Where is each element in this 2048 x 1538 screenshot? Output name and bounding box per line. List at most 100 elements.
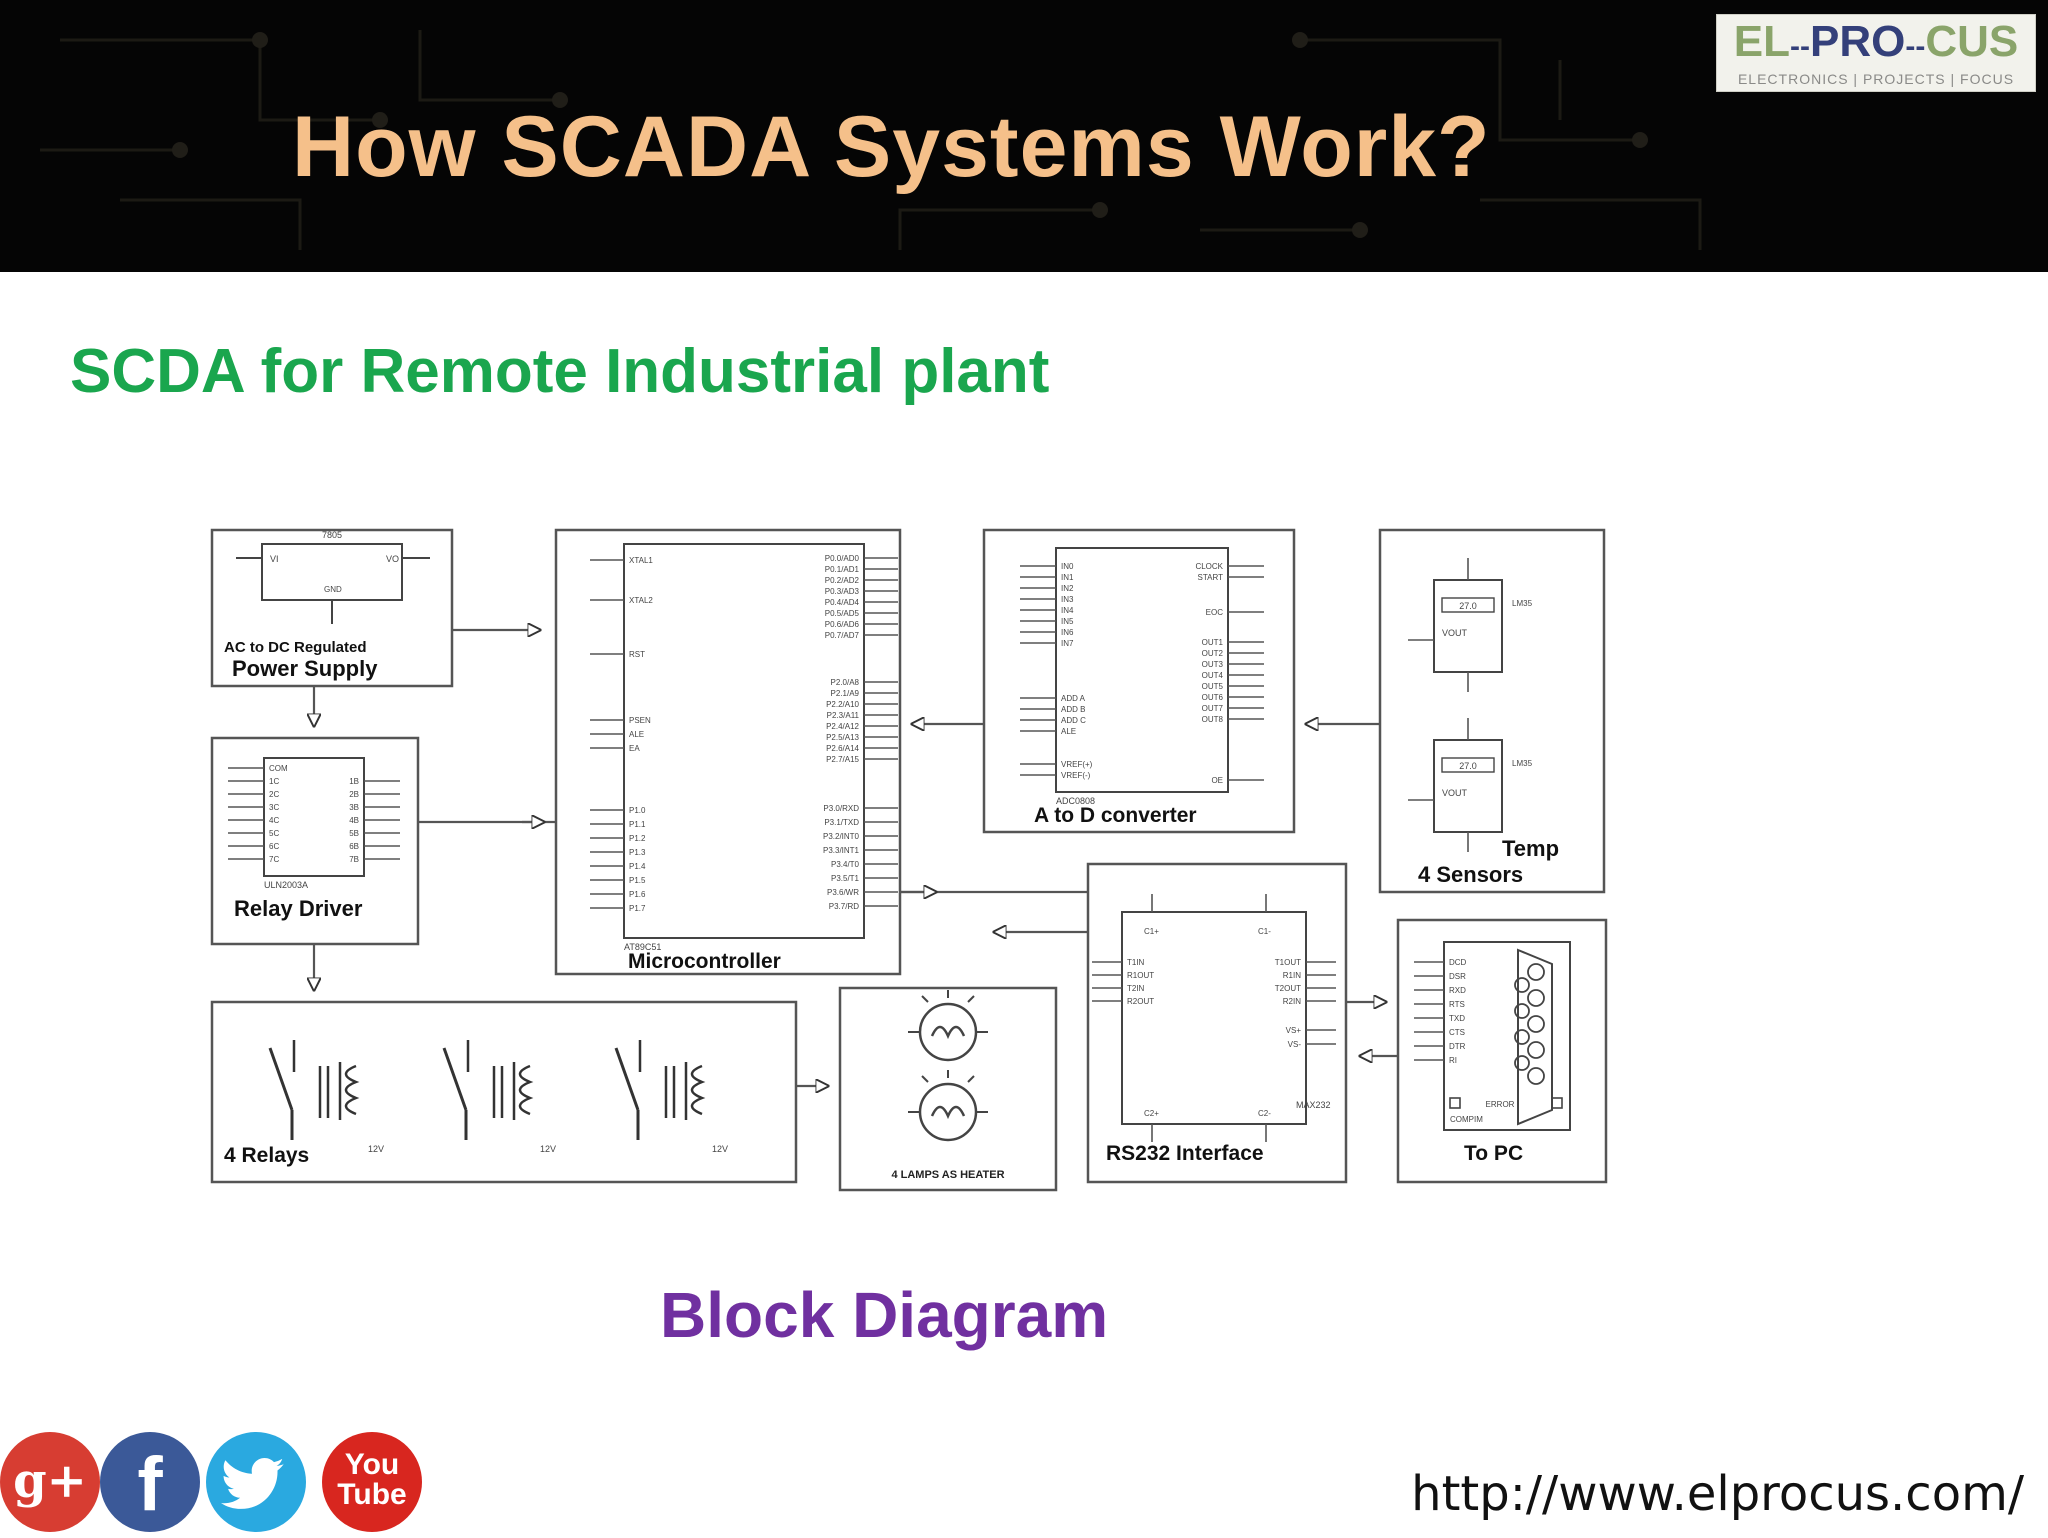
max232-chip: MAX232 T1INR1OUTT2INR2OUTT1OUTR1INT2OUTR… [1092,894,1336,1142]
mcu-pin-label: P0.4/AD4 [825,598,860,607]
relay-driver-pin-label: 7B [349,855,359,864]
lm35-reading: 27.0 [1459,761,1477,771]
adc-pin-label: IN6 [1061,628,1074,637]
relay-driver-pin-label: 1B [349,777,359,786]
adc-pin-label: OUT5 [1202,682,1224,691]
adc-pin-label: VREF(-) [1061,771,1091,780]
pc-pin-label: RI [1449,1056,1457,1065]
lamp-icons [908,990,988,1142]
lm35-name: LM35 [1512,599,1533,608]
relay-driver-pin-label: 6B [349,842,359,851]
google-plus-icon[interactable]: g+ [0,1432,100,1532]
svg-text:VI: VI [270,554,279,564]
adc-pin-label: OUT7 [1202,704,1224,713]
regulator-chip: 7805 VI VO GND [236,530,430,624]
rs232-pin-label: C1+ [1144,927,1159,936]
mcu-pin-label: P0.6/AD6 [825,620,860,629]
relay-driver-pin-label: 6C [269,842,279,851]
mcu-pin-label: EA [629,744,640,753]
bird-icon [221,1458,284,1509]
db9-pin-icon [1527,963,1545,981]
adc-pin-label: VREF(+) [1061,760,1093,769]
rs232-pin-label: T1IN [1127,958,1145,967]
elprocus-logo[interactable]: EL--PRO--CUS ELECTRONICS | PROJECTS | FO… [1716,14,2036,92]
svg-text:ERROR: ERROR [1486,1100,1515,1109]
adc-pin-label: IN7 [1061,639,1074,648]
adc-pin-label: OE [1211,776,1223,785]
mcu-pin-label: P3.7/RD [829,902,859,911]
rs232-pin-label: T2OUT [1275,984,1301,993]
bulb-icon [908,990,988,1062]
rs232-label: RS232 Interface [1106,1142,1264,1165]
microcontroller-block [554,528,902,976]
sensors-label-count: 4 Sensors [1418,862,1523,887]
microcontroller-label: Microcontroller [628,950,781,973]
lm35-reading: 27.0 [1459,601,1477,611]
lm35-display [1441,757,1495,773]
power-supply-label: Power Supply [232,656,378,681]
relay-driver-pin-label: 5B [349,829,359,838]
relay-switch-icon [614,1040,706,1140]
relay-switch-icon [268,1040,360,1140]
adc-pin-label: ALE [1061,727,1076,736]
adc-pin-label: ADD B [1061,705,1085,714]
mcu-pin-label: P0.2/AD2 [825,576,860,585]
relay-driver-label: Relay Driver [234,896,363,921]
relay-switch-icon [442,1040,534,1140]
rs232-pin-label: C2+ [1144,1109,1159,1118]
mcu-pin-label: P1.2 [629,834,646,843]
svg-text:12V: 12V [540,1144,556,1154]
mcu-pin-label: P1.5 [629,876,646,885]
mcu-pin-label: P3.4/T0 [831,860,860,869]
power-supply-block [210,528,454,688]
circuit-background [40,30,1702,250]
adc-pin-label: IN1 [1061,573,1074,582]
header-banner: How SCADA Systems Work? EL--PRO--CUS ELE… [0,0,2048,272]
adc-pin-label: EOC [1206,608,1224,617]
page-title: How SCADA Systems Work? [292,99,1491,195]
adc-label: A to D converter [1034,804,1197,827]
rs232-pin-label: R2OUT [1127,997,1154,1006]
svg-text:AT89C51: AT89C51 [624,942,661,952]
facebook-icon[interactable]: f [100,1432,200,1532]
mcu-pin-label: P2.1/A9 [831,689,860,698]
mcu-pin-label: P1.4 [629,862,646,871]
svg-text:7805: 7805 [322,530,342,540]
relay-driver-pin-label: 2C [269,790,279,799]
pc-pin-label: DCD [1449,958,1467,967]
db9-pin-icon [1527,1041,1545,1059]
relay-driver-pin-label: 4C [269,816,279,825]
mcu-pin-label: P0.3/AD3 [825,587,860,596]
pc-pin-label: CTS [1449,1028,1465,1037]
lm35-name: LM35 [1512,759,1533,768]
adc-pin-label: OUT3 [1202,660,1224,669]
at89c51-chip: AT89C51 XTAL1XTAL2RSTPSENALEEAP1.0P1.1P1… [590,543,898,952]
pc-pin-label: DSR [1449,972,1466,981]
svg-text:COMPIM: COMPIM [1450,1115,1483,1124]
adc-pin-label: ADD A [1061,694,1086,703]
rs232-pin-label: T2IN [1127,984,1145,993]
mcu-pin-label: P3.1/TXD [824,818,859,827]
mcu-pin-label: P3.0/RXD [823,804,859,813]
mcu-pin-label: P2.5/A13 [826,733,859,742]
mcu-pin-label: P2.2/A10 [826,700,859,709]
power-supply-small-label: AC to DC Regulated [224,639,367,656]
svg-text:ULN2003A: ULN2003A [264,880,308,890]
lamps-block [838,986,1058,1192]
twitter-icon[interactable] [206,1432,306,1532]
website-url[interactable]: http://www.elprocus.com/ [1411,1466,2024,1522]
pc-pin-label: DTR [1449,1042,1466,1051]
adc-pin-label: OUT6 [1202,693,1224,702]
db9-pin-icon [1527,989,1545,1007]
mcu-pin-label: P2.6/A14 [826,744,859,753]
relay-driver-pin-label: 3B [349,803,359,812]
mcu-pin-label: P3.2/INT0 [823,832,860,841]
lm35-pin: VOUT [1442,788,1468,798]
mcu-pin-label: ALE [629,730,644,739]
rs232-pin-label: C1- [1258,927,1271,936]
logo-tagline: ELECTRONICS | PROJECTS | FOCUS [1737,71,2015,87]
